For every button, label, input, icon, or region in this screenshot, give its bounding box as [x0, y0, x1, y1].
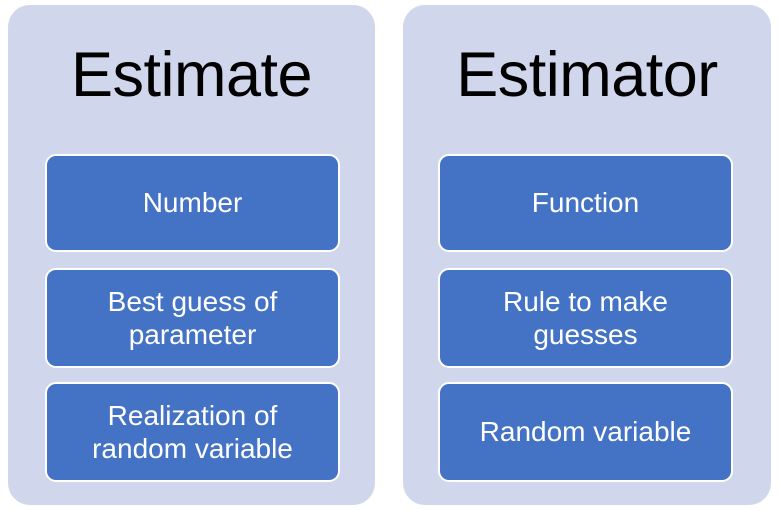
estimator-box-2: Rule to make guesses — [438, 268, 733, 368]
estimate-box-2-label: Best guess of parameter — [107, 285, 278, 350]
panel-estimate: Estimate Number Best guess of parameter … — [8, 5, 375, 505]
estimate-box-3: Realization of random variable — [45, 382, 340, 482]
estimate-box-3-label: Realization of random variable — [92, 399, 293, 464]
panel-estimator: Estimator Function Rule to make guesses … — [403, 5, 771, 505]
estimator-box-3-label: Random variable — [479, 416, 692, 448]
panel-estimate-title: Estimate — [70, 40, 313, 110]
estimator-box-2-label: Rule to make guesses — [503, 285, 668, 350]
estimator-box-1: Function — [438, 154, 733, 252]
estimate-box-1: Number — [45, 154, 340, 252]
estimate-box-2: Best guess of parameter — [45, 268, 340, 368]
estimator-box-1-label: Function — [531, 187, 640, 219]
estimator-box-3: Random variable — [438, 382, 733, 482]
estimate-box-1-label: Number — [142, 187, 243, 219]
panel-estimator-title: Estimator — [456, 40, 718, 110]
